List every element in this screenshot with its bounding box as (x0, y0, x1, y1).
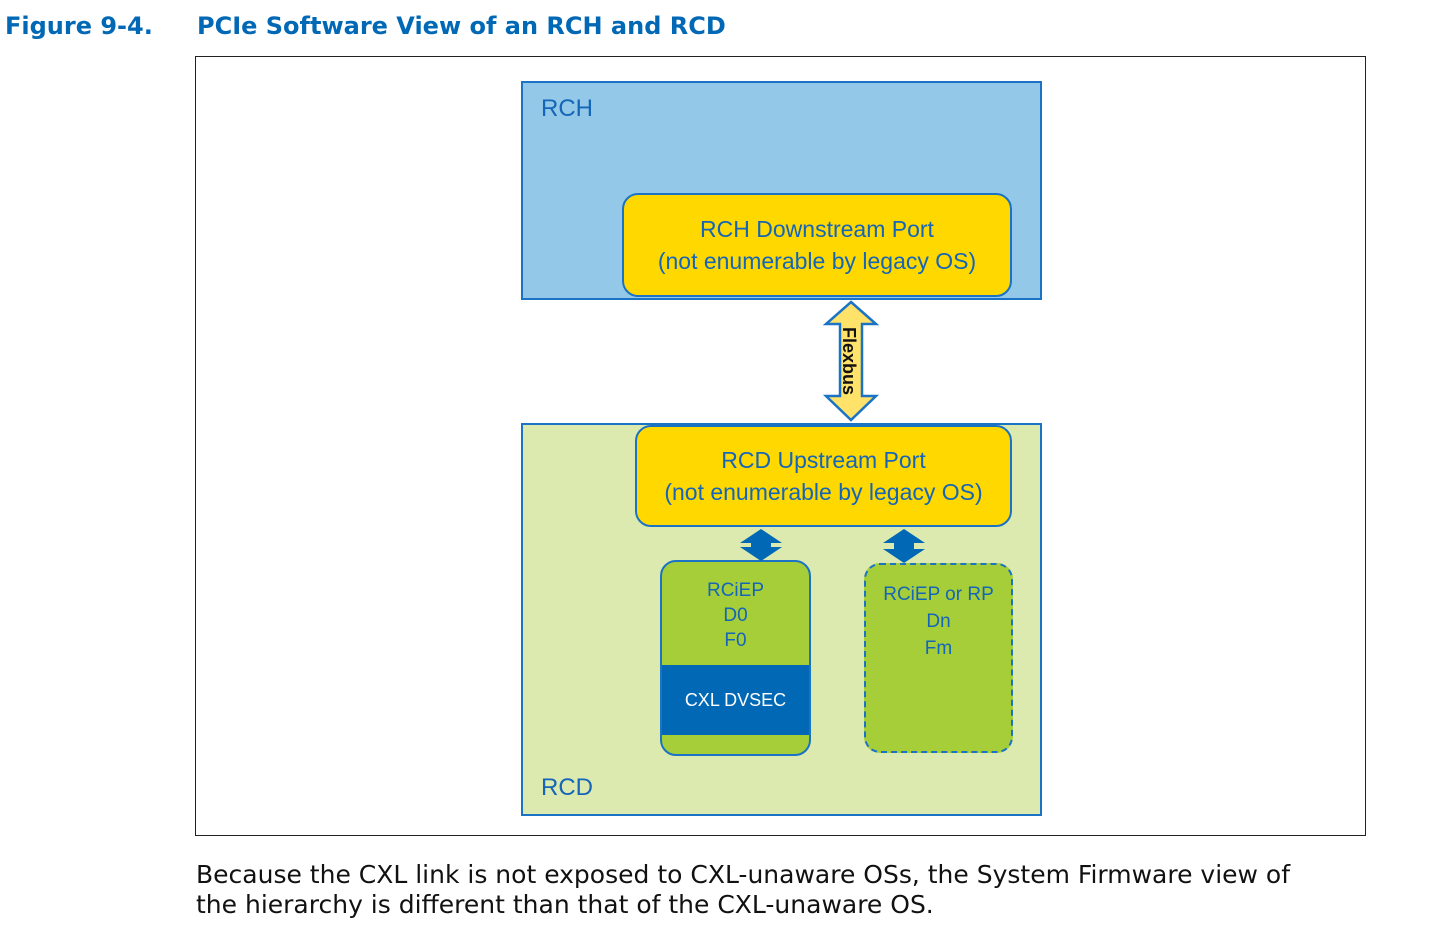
function-n-function: Fm (924, 638, 953, 659)
upstream-to-function-n-arrow-icon (883, 529, 925, 563)
function-n-device: Dn (926, 611, 951, 632)
rch-label: RCH (541, 95, 593, 122)
upstream-to-function-0-arrow-icon (740, 529, 782, 561)
rcd-label: RCD (541, 774, 593, 801)
rch-downstream-port-title: RCH Downstream Port (700, 216, 934, 242)
cxl-dvsec-label: CXL DVSEC (684, 689, 787, 710)
function-0-function: F0 (724, 630, 747, 651)
flexbus-double-arrow-icon (822, 300, 880, 422)
rch-downstream-port-note: (not enumerable by legacy OS) (657, 248, 977, 274)
cxl-dvsec-block: CXL DVSEC (662, 665, 809, 735)
figure-title: PCIe Software View of an RCH and RCD (197, 12, 726, 40)
rcd-upstream-port-title: RCD Upstream Port (721, 447, 926, 473)
function-0-type: RCiEP (706, 580, 764, 601)
figure-number: Figure 9-4. (5, 12, 153, 40)
rciep-or-rp-function-n: RCiEP or RP Dn Fm (864, 563, 1013, 753)
body-line-2: the hierarchy is different than that of … (196, 890, 934, 919)
rcd-upstream-port-note: (not enumerable by legacy OS) (664, 479, 983, 505)
rch-downstream-port: RCH Downstream Port (not enumerable by l… (622, 193, 1012, 297)
function-n-type: RCiEP or RP (883, 584, 994, 605)
function-0-device: D0 (723, 605, 748, 626)
figure-frame (195, 56, 1366, 836)
body-line-1: Because the CXL link is not exposed to C… (196, 860, 1291, 889)
flexbus-label: Flexbus (839, 327, 859, 395)
rciep-function-0: RCiEP D0 F0 CXL DVSEC (660, 560, 811, 756)
rcd-upstream-port: RCD Upstream Port (not enumerable by leg… (635, 425, 1012, 527)
body-paragraph: Because the CXL link is not exposed to C… (196, 860, 1396, 920)
